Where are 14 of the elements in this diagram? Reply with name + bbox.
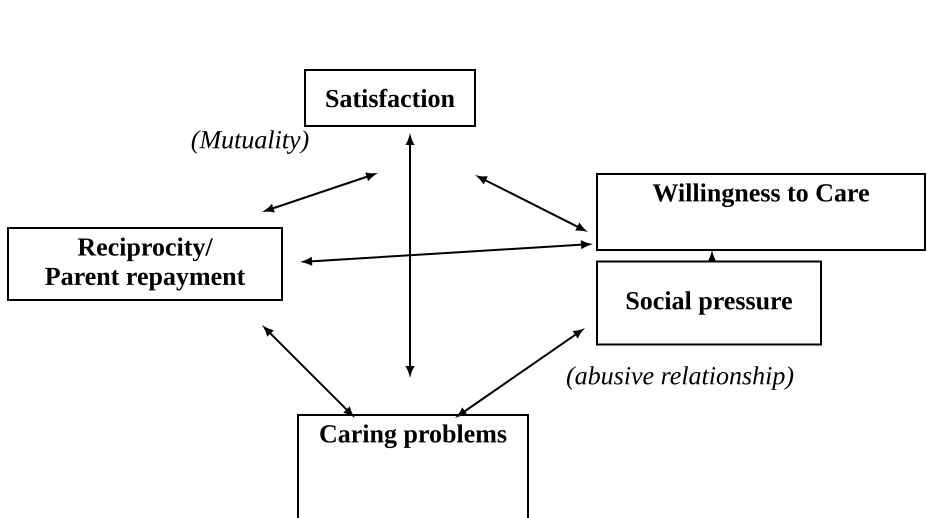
box: Social pressure	[596, 260, 822, 346]
box: Reciprocity/ Parent repayment	[7, 227, 283, 301]
box: Willingness to Care	[596, 173, 926, 251]
arrow	[302, 240, 590, 266]
arrow	[406, 136, 414, 376]
arrow	[264, 172, 376, 212]
arrow	[478, 176, 586, 232]
note: (Mutuality)	[192, 130, 308, 154]
arrow	[708, 253, 716, 262]
arrow	[264, 326, 354, 416]
arrow	[457, 329, 583, 417]
note: (abusive relationship)	[566, 366, 794, 390]
box: Satisfaction	[304, 69, 476, 127]
box: Caring problems	[297, 414, 529, 518]
